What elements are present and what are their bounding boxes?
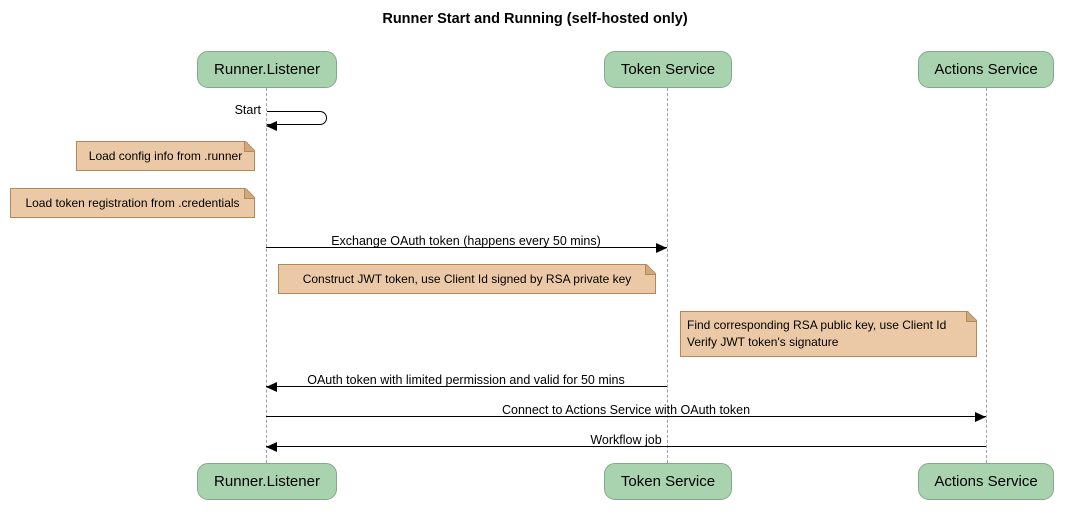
message-label-start: Start bbox=[234, 103, 261, 117]
participant-label: Runner.Listener bbox=[214, 61, 320, 78]
note-load-config: Load config info from .runner bbox=[76, 141, 255, 171]
note-load-token-registration: Load token registration from .credential… bbox=[10, 188, 255, 218]
note-fold-icon bbox=[645, 264, 656, 275]
participant-token-service-top: Token Service bbox=[604, 51, 732, 88]
note-text-line2: Verify JWT token's signature bbox=[687, 335, 839, 349]
message-line bbox=[266, 247, 667, 248]
note-construct-jwt: Construct JWT token, use Client Id signe… bbox=[278, 264, 656, 294]
participant-actions-service-top: Actions Service bbox=[918, 51, 1054, 88]
note-text-line1: Find corresponding RSA public key, use C… bbox=[687, 317, 947, 332]
message-label-connect-actions: Connect to Actions Service with OAuth to… bbox=[501, 403, 751, 417]
participant-runner-listener-top: Runner.Listener bbox=[197, 51, 337, 88]
message-label-exchange-oauth: Exchange OAuth token (happens every 50 m… bbox=[331, 234, 601, 248]
note-text: Load token registration from .credential… bbox=[25, 196, 240, 210]
note-fold-icon bbox=[244, 188, 255, 199]
participant-label: Actions Service bbox=[934, 473, 1038, 490]
note-text: Construct JWT token, use Client Id signe… bbox=[302, 272, 632, 286]
arrowhead-left-icon bbox=[266, 121, 277, 131]
message-line bbox=[266, 416, 986, 417]
participant-actions-service-bottom: Actions Service bbox=[918, 463, 1054, 500]
message-label-oauth-token-back: OAuth token with limited permission and … bbox=[307, 373, 625, 387]
lifeline-actions-service bbox=[986, 88, 987, 463]
message-line bbox=[266, 446, 986, 447]
message-line bbox=[266, 386, 667, 387]
diagram-title: Runner Start and Running (self-hosted on… bbox=[382, 11, 688, 27]
participant-token-service-bottom: Token Service bbox=[604, 463, 732, 500]
lifeline-runner-listener bbox=[266, 88, 267, 463]
participant-runner-listener-bottom: Runner.Listener bbox=[197, 463, 337, 500]
message-label-workflow-job: Workflow job bbox=[590, 433, 662, 447]
lifeline-token-service bbox=[667, 88, 668, 463]
arrowhead-right-icon bbox=[975, 412, 986, 422]
arrowhead-right-icon bbox=[656, 243, 667, 253]
participant-label: Actions Service bbox=[934, 61, 1038, 78]
note-text: Load config info from .runner bbox=[88, 149, 243, 163]
participant-label: Token Service bbox=[620, 473, 716, 490]
note-verify-jwt: Find corresponding RSA public key, use C… bbox=[680, 311, 977, 357]
participant-label: Runner.Listener bbox=[214, 473, 320, 490]
note-fold-icon bbox=[966, 311, 977, 322]
note-fold-icon bbox=[244, 141, 255, 152]
self-message-loop bbox=[267, 111, 327, 125]
arrowhead-left-icon bbox=[266, 382, 277, 392]
arrowhead-left-icon bbox=[266, 442, 277, 452]
participant-label: Token Service bbox=[620, 61, 716, 78]
